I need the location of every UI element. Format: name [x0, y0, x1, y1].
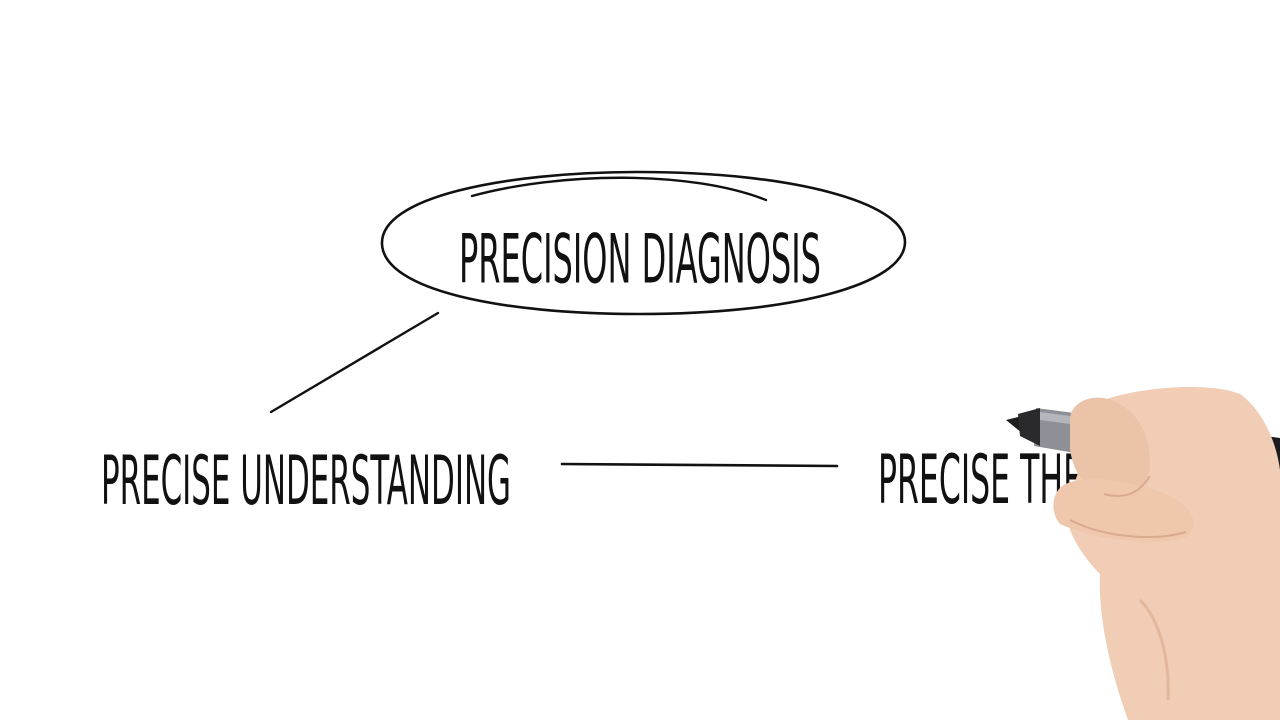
connector-left-to-right — [560, 462, 839, 468]
hand-with-marker — [1006, 387, 1280, 720]
center-label: PRECISION DIAGNOSIS — [459, 221, 821, 299]
right-label: PRECISE THE — [878, 441, 1083, 519]
hand-thumb — [1070, 397, 1150, 496]
center-node: PRECISION DIAGNOSIS — [380, 170, 907, 316]
center-ellipse — [380, 170, 907, 316]
connector-center-to-left — [269, 311, 440, 414]
center-ellipse-overlap-stroke — [470, 176, 768, 202]
left-label: PRECISE UNDERSTANDING — [101, 442, 511, 520]
hand-index-finger — [1053, 479, 1194, 543]
